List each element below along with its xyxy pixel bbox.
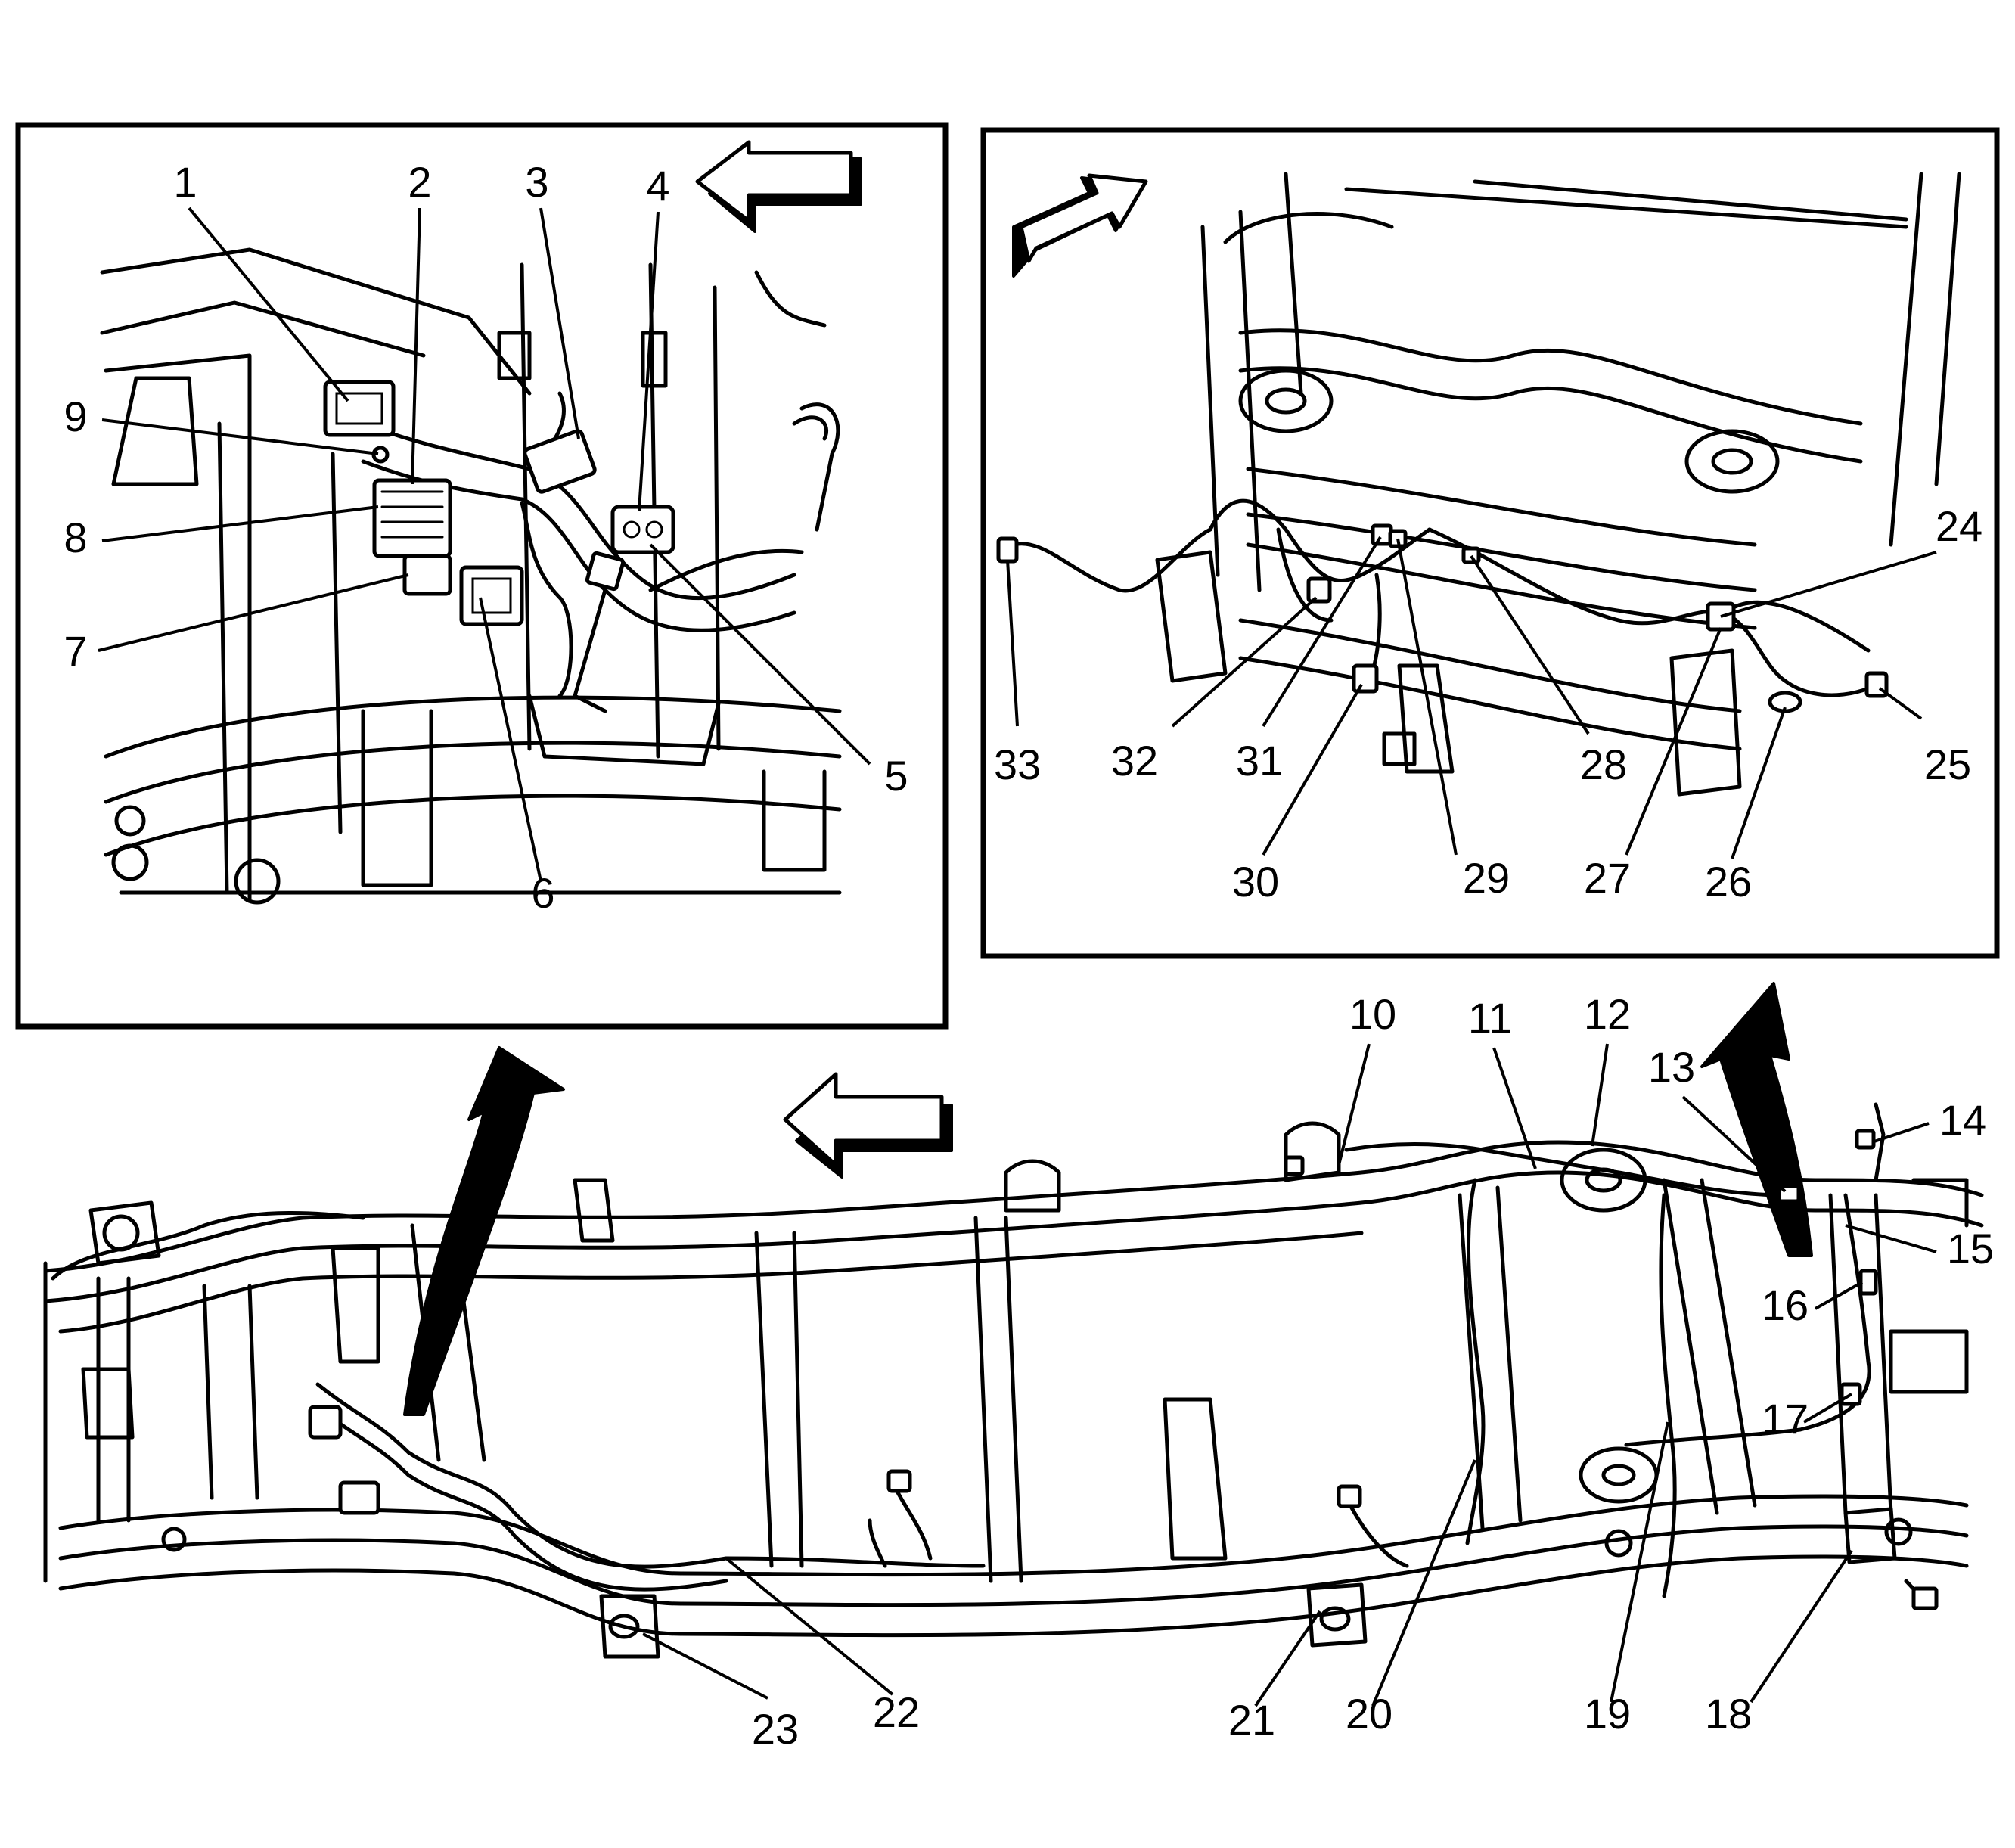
crossmembers: [754, 1148, 1969, 1583]
callout-17: 17: [1762, 1395, 1809, 1443]
callout-15: 15: [1947, 1225, 1994, 1272]
right-inset-frame: [980, 127, 2000, 959]
callout-30: 30: [1232, 858, 1279, 905]
callout-labels: 1 2 3 4 5 6 7 8 9 10 11 12 13 14 15 16 1…: [64, 158, 1994, 1753]
right-inset-harness: [1011, 212, 1886, 697]
callout-19: 19: [1584, 1690, 1631, 1738]
callout-32: 32: [1111, 737, 1158, 784]
front-end-left: [43, 1223, 486, 1583]
outline-arrow-icon: [695, 140, 862, 233]
inset-connectors: [323, 380, 675, 626]
right-inset-structure: [1155, 172, 1961, 797]
clip-10: [1284, 1155, 1305, 1176]
callout-29: 29: [1463, 854, 1510, 902]
connector-16: [1858, 1269, 1878, 1296]
callout-26: 26: [1705, 858, 1752, 905]
callout-23: 23: [752, 1705, 799, 1753]
callout-6: 6: [531, 869, 554, 917]
upper-frame-rail: [43, 1121, 1984, 1334]
inset-left-leaders: [98, 207, 871, 882]
callout-28: 28: [1580, 741, 1627, 788]
connector-14: [1855, 1129, 1876, 1150]
connector-33: [996, 536, 1019, 564]
callout-31: 31: [1236, 737, 1283, 784]
main-leaders: [642, 1043, 1937, 1707]
callout-7: 7: [64, 627, 87, 675]
connector-mid-left: [886, 1469, 912, 1493]
callout-10: 10: [1349, 990, 1396, 1038]
clip-31: [1371, 523, 1393, 546]
connector-3: [523, 429, 597, 494]
left-inset-frame: [15, 122, 949, 1030]
callout-8: 8: [64, 514, 87, 561]
callout-13: 13: [1648, 1043, 1695, 1091]
connector-6: [459, 565, 524, 626]
callout-16: 16: [1762, 1281, 1809, 1329]
callout-27: 27: [1584, 854, 1631, 902]
main-harness: [51, 1102, 1939, 1608]
junction-block: [338, 1480, 380, 1515]
lower-frame-rail: [58, 1494, 1969, 1659]
callout-25: 25: [1924, 741, 1971, 788]
callout-9: 9: [64, 393, 87, 440]
curved-arrow-icon: [1700, 982, 1813, 1257]
connector-32: [1306, 576, 1332, 604]
main-frame-view: [43, 982, 1984, 1707]
clip-28: [1461, 546, 1481, 564]
callout-14: 14: [1939, 1096, 1986, 1144]
left-detail-inset: [15, 122, 949, 1030]
connector-front-left: [308, 1405, 343, 1440]
callout-21: 21: [1228, 1696, 1275, 1744]
connector-7: [402, 554, 452, 596]
right-inset-connectors: [996, 523, 1889, 713]
connector-30: [1352, 663, 1379, 694]
callout-22: 22: [873, 1688, 920, 1736]
outline-arrow-icon: [783, 1072, 953, 1179]
callout-12: 12: [1584, 990, 1631, 1038]
connector-mid-right: [1337, 1484, 1362, 1508]
callout-5: 5: [884, 752, 908, 800]
right-inset-leaders: [1006, 536, 1937, 859]
callout-1: 1: [173, 158, 197, 206]
callout-33: 33: [994, 741, 1041, 788]
connector-18: [1911, 1586, 1939, 1610]
callout-3: 3: [525, 158, 548, 206]
callout-24: 24: [1936, 502, 1982, 550]
right-detail-inset: [980, 127, 2000, 959]
callout-18: 18: [1705, 1690, 1752, 1738]
callout-11: 11: [1468, 994, 1512, 1042]
callout-2: 2: [408, 158, 431, 206]
callout-4: 4: [646, 162, 669, 210]
outline-arrow-icon: [1012, 173, 1148, 278]
connector-4-5: [610, 505, 675, 554]
callout-20: 20: [1346, 1690, 1392, 1738]
